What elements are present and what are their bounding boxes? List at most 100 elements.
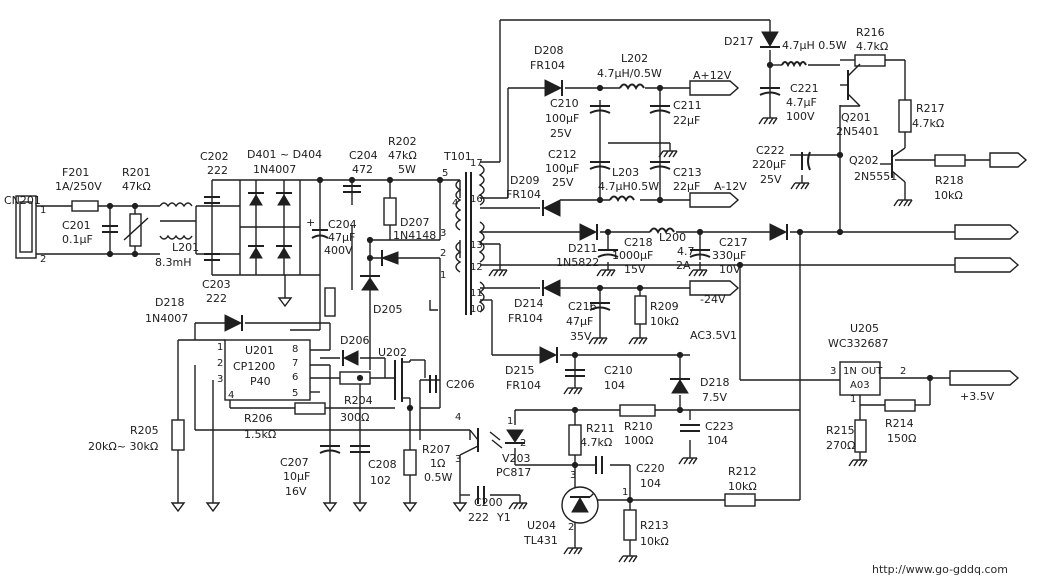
label-t-p12: 12	[470, 262, 483, 273]
label-t101: T101	[443, 150, 472, 163]
label-r206-val: 1.5kΩ	[244, 428, 276, 441]
label-cn-pin1: 1	[40, 205, 46, 216]
label-c202: C202	[200, 150, 229, 163]
label-r214-val: 150Ω	[887, 432, 916, 445]
label-u204-p1: 1	[622, 487, 628, 498]
label-r215-val: 270Ω	[826, 439, 855, 452]
label-u204: U204	[527, 519, 556, 532]
label-q202: Q202	[849, 154, 879, 167]
resistor-r217	[898, 99, 912, 133]
diode-d211	[579, 223, 598, 241]
label-c217-val2: 10V	[719, 263, 741, 276]
label-r214: R214	[885, 417, 914, 430]
label-u201-p3: 3	[217, 374, 223, 385]
label-t-p3: 3	[440, 228, 446, 239]
label-c216-val1: 47μF	[566, 315, 593, 328]
label-c204b-val2: 400V	[324, 244, 353, 257]
diode-d206	[342, 350, 359, 366]
label-c217: C217	[719, 236, 748, 249]
label-l200-val2: 2A	[676, 259, 691, 272]
label-c221-val1: 4.7μF	[786, 96, 817, 109]
resistor-r211	[568, 424, 582, 456]
label-c218-val2: 15V	[624, 263, 646, 276]
label-u205-sub: A03	[850, 380, 870, 391]
label-c203-val: 222	[206, 292, 227, 305]
capacitor-c222	[801, 151, 811, 171]
label-d218a: D218	[155, 296, 184, 309]
junction-dots	[106, 61, 934, 504]
label-l200-val1: 4.7	[677, 245, 695, 258]
capacitor-c216	[589, 302, 611, 311]
label-cn201: CN201	[4, 194, 41, 207]
diode-d205	[360, 275, 380, 291]
label-t-p11: 11	[470, 288, 483, 299]
resistor-r207	[403, 449, 417, 476]
diode-d207	[380, 250, 399, 266]
label-r215: R215	[826, 424, 855, 437]
label-r213-val: 10kΩ	[640, 535, 669, 548]
label-d211: D211	[568, 242, 597, 255]
label-t-p16: 16	[470, 194, 483, 205]
diode-d218-1n4007	[224, 314, 243, 332]
label-v203-p2: 2	[520, 438, 526, 449]
capacitor-c208	[350, 445, 370, 453]
label-d218b: D218	[700, 376, 729, 389]
label-u201-p5: 5	[292, 388, 298, 399]
label-r216: R216	[856, 26, 885, 39]
label-out-am12: A-12V	[714, 180, 747, 193]
label-c210b: C210	[604, 364, 633, 377]
label-c203: C203	[202, 278, 231, 291]
label-l-small: 4.7μH 0.5W	[782, 39, 847, 52]
label-v203-p4: 4	[455, 412, 461, 423]
inductor-l200	[649, 227, 675, 235]
label-l202-val: 4.7μH/0.5W	[597, 67, 662, 80]
resistor-r202	[383, 197, 397, 226]
label-t-p1: 1	[440, 270, 446, 281]
label-c204b: C204	[328, 218, 357, 231]
label-t-p4: 4	[452, 198, 458, 209]
label-q202-val: 2N5551	[854, 170, 897, 183]
label-d214-val: FR104	[508, 312, 543, 325]
label-c212-val1: 100μF	[545, 162, 579, 175]
label-r217-val: 4.7kΩ	[912, 117, 944, 130]
label-r212-val: 10kΩ	[728, 480, 757, 493]
label-c216-val2: 35V	[570, 330, 592, 343]
component-labels: CN201 1 2 F201 1A/250V R201 47kΩ C201 0.…	[4, 26, 1008, 576]
label-d401-val: 1N4007	[253, 163, 296, 176]
label-c221: C221	[790, 82, 819, 95]
label-r201-val: 47kΩ	[122, 180, 151, 193]
label-r207: R207	[422, 443, 451, 456]
label-u202: U202	[378, 346, 407, 359]
fuse-f201	[71, 200, 99, 212]
label-d218a-val: 1N4007	[145, 312, 188, 325]
label-d207: D207	[400, 216, 429, 229]
label-c207: C207	[280, 456, 309, 469]
label-r201: R201	[122, 166, 151, 179]
label-c204a: C204	[349, 149, 378, 162]
label-v203-val: PC817	[496, 466, 531, 479]
label-r218-val: 10kΩ	[934, 189, 963, 202]
label-u201-l2: P40	[250, 375, 271, 388]
capacitor-c211	[649, 105, 671, 114]
label-c217-val1: 330μF	[712, 249, 746, 262]
svg-text:+: +	[306, 216, 315, 229]
resistor-r206	[294, 402, 326, 415]
label-c211-val: 22μF	[673, 114, 700, 127]
label-l203: L203	[612, 166, 639, 179]
bridge-rectifier	[248, 180, 292, 275]
label-r207-val1: 1Ω	[430, 457, 445, 470]
label-c204a-val: 472	[352, 163, 373, 176]
resistor-r214	[884, 399, 916, 412]
label-c201-val: 0.1μF	[62, 233, 93, 246]
transformer-t101	[455, 164, 485, 315]
label-u205-p2: 2	[900, 366, 906, 377]
label-c206: C206	[446, 378, 475, 391]
label-l201-val: 8.3mH	[155, 256, 191, 269]
label-c200: C200	[474, 496, 503, 509]
label-c200-val1: 222	[468, 511, 489, 524]
diode-d217	[760, 31, 780, 48]
capacitor-c204-472	[343, 185, 361, 193]
label-out-ac: AC3.5V1	[690, 329, 737, 342]
label-v203-p3: 3	[455, 454, 461, 465]
inductor-l202	[619, 83, 645, 91]
